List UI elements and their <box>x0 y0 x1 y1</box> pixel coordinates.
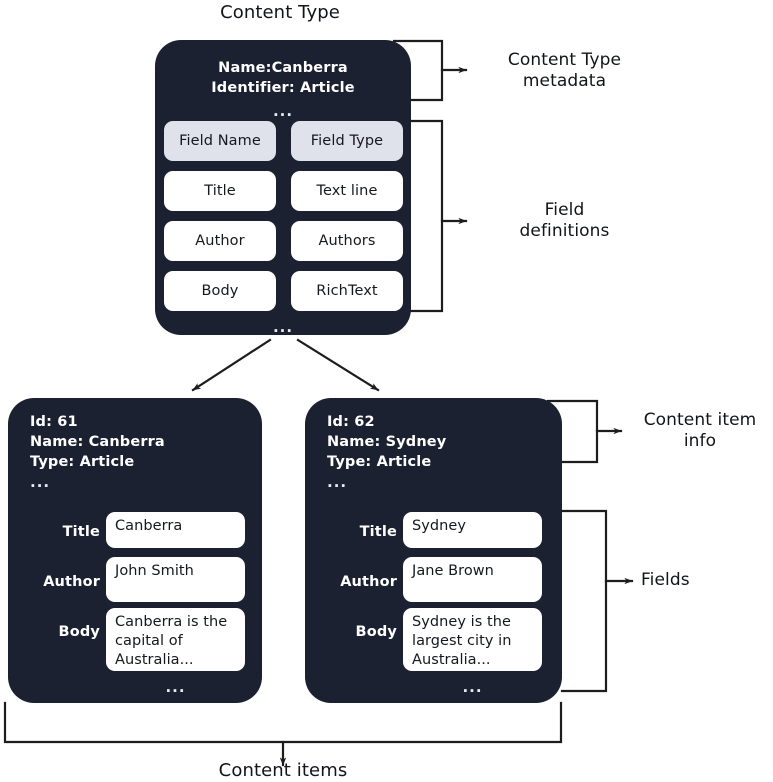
content-item-bottom-ellipsis: ... <box>462 678 483 696</box>
field-name-cell: Body <box>164 271 276 311</box>
content-item-type: Type: Article <box>30 454 135 470</box>
field-type-cell: Authors <box>291 221 403 261</box>
field-name-header: Field Name <box>164 121 276 161</box>
field-type-header: Field Type <box>291 121 403 161</box>
content-type-identifier: Identifier: Article <box>211 80 355 96</box>
field-type-cell: RichText <box>291 271 403 311</box>
annotation-line: info <box>683 431 717 451</box>
arrow-type-to-item-left <box>191 338 272 392</box>
item-field-value: Sydney is the largest city in Australia.… <box>403 608 542 671</box>
item-field-value: Jane Brown <box>403 557 542 602</box>
annotation-content-item-info: Content item info <box>630 410 770 452</box>
item-field-label: Body <box>58 624 100 640</box>
arrow-type-to-item-right <box>296 338 380 392</box>
annotation-content-items: Content items <box>218 760 348 781</box>
annotation-line: Content Type <box>507 50 622 70</box>
field-name-cell: Title <box>164 171 276 211</box>
item-field-value: Sydney <box>403 512 542 548</box>
content-item-type: Type: Article <box>327 454 432 470</box>
item-field-label: Author <box>340 574 397 590</box>
content-type-name: Name:Canberra <box>218 60 348 76</box>
annotation-item-fields: Fields <box>641 570 690 590</box>
content-item-bottom-ellipsis: ... <box>165 678 186 696</box>
page-title: Content Type <box>220 2 340 23</box>
annotation-line: definitions <box>519 221 610 241</box>
item-field-value: Canberra is the capital of Australia... <box>106 608 245 671</box>
item-field-label: Author <box>43 574 100 590</box>
field-type-cell: Text line <box>291 171 403 211</box>
field-name-cell: Author <box>164 221 276 261</box>
content-item-name: Name: Canberra <box>30 434 165 450</box>
item-field-label: Body <box>355 624 397 640</box>
content-type-card: Name:Canberra Identifier: Article ... Fi… <box>155 40 411 335</box>
content-item-info-ellipsis: ... <box>30 473 51 491</box>
content-item-id: Id: 61 <box>30 414 78 430</box>
annotation-content-type-metadata: Content Type metadata <box>477 50 652 92</box>
item-field-label: Title <box>359 524 397 540</box>
annotation-line: metadata <box>522 71 607 91</box>
annotation-field-definitions: Field definitions <box>477 200 652 242</box>
bracket-item-fields <box>560 509 634 693</box>
bracket-content-items <box>3 701 563 767</box>
content-item-name: Name: Sydney <box>327 434 447 450</box>
content-item-card: Id: 61 Name: Canberra Type: Article ... … <box>8 398 262 703</box>
content-item-info-ellipsis: ... <box>327 473 348 491</box>
item-field-label: Title <box>62 524 100 540</box>
item-field-value: John Smith <box>106 557 245 602</box>
item-field-value: Canberra <box>106 512 245 548</box>
content-item-card: Id: 62 Name: Sydney Type: Article ... Ti… <box>305 398 562 703</box>
content-item-id: Id: 62 <box>327 414 375 430</box>
field-table-ellipsis: ... <box>272 318 294 336</box>
annotation-line: Content item <box>643 410 757 430</box>
annotation-line: Field <box>544 200 585 220</box>
content-type-metadata-ellipsis: ... <box>272 102 294 120</box>
